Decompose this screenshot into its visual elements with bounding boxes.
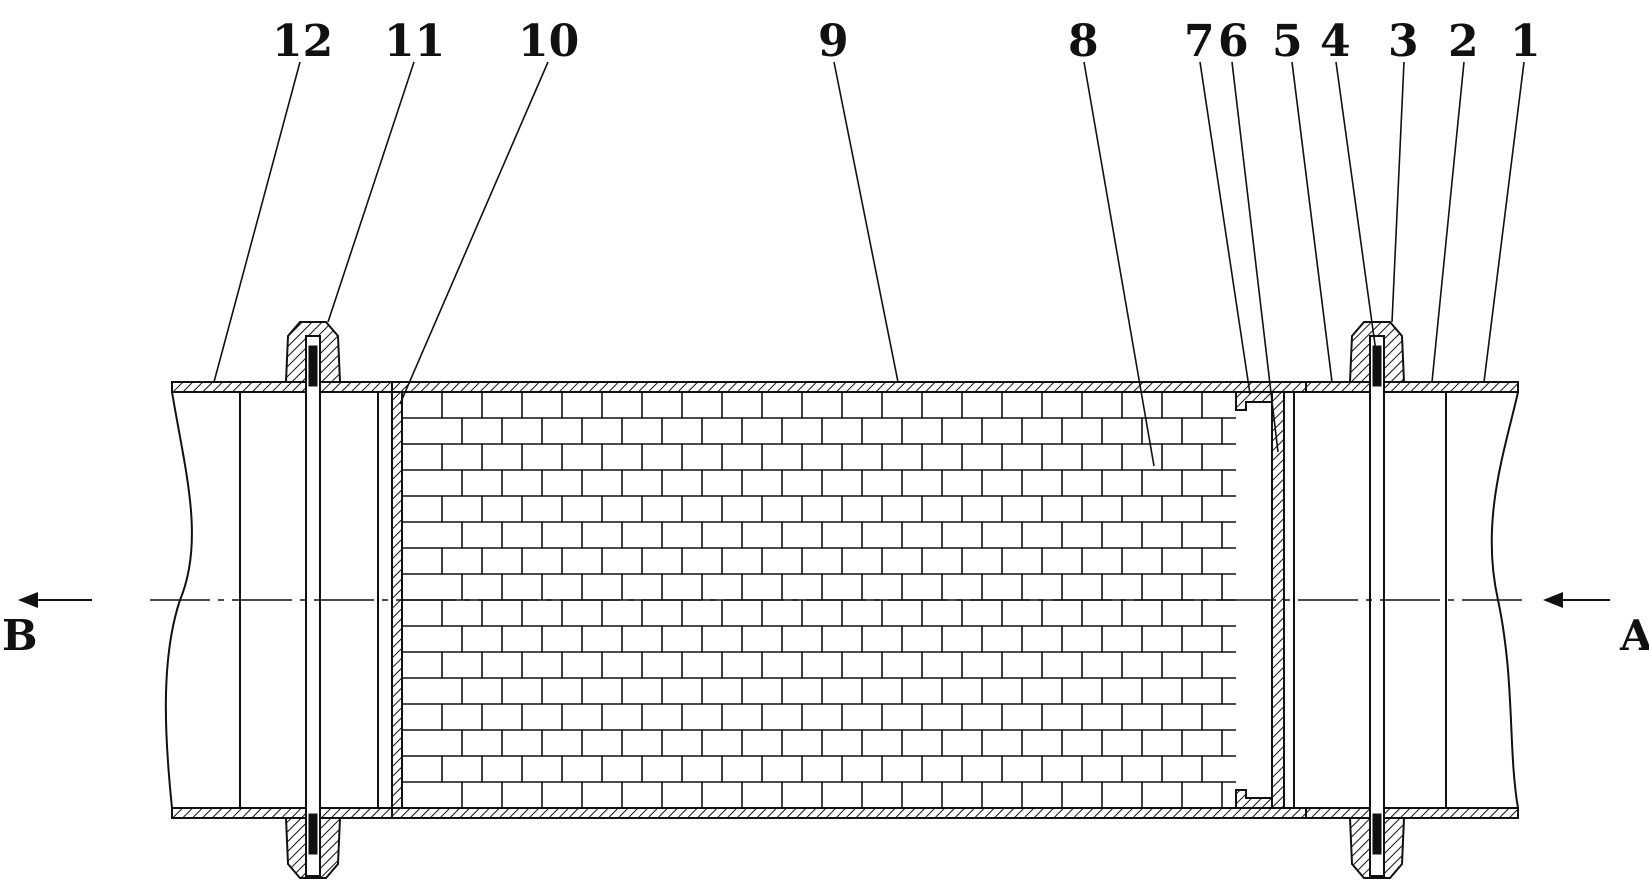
leader-6 [1231,61,1279,453]
callouts [213,61,1525,467]
bracket-top [1235,391,1273,411]
housing-top-wall [391,381,1307,393]
leader-4 [1335,61,1377,353]
flange-right [1348,321,1406,879]
pipe-top-wall-left [171,381,393,393]
callout-2: 2 [1448,16,1479,67]
leader-1 [1483,61,1525,383]
callout-10: 10 [518,16,579,67]
callout-11: 11 [384,16,445,67]
leader-12 [213,61,301,383]
leader-11 [327,61,415,323]
leader-3 [1391,61,1405,323]
inlet-label: A [1619,611,1649,660]
leader-10 [399,61,549,405]
leader-7 [1199,61,1251,395]
bracket-bottom [1235,789,1273,809]
callout-3: 3 [1388,16,1419,67]
callout-7: 7 [1184,16,1215,67]
leader-8 [1083,61,1155,467]
callout-1: 1 [1510,16,1541,67]
callout-numbers: 12 11 10 9 8 7 6 5 4 3 2 1 [272,16,1541,67]
pipe-bottom-wall-right [1305,807,1519,819]
pipe-bottom-wall-left [171,807,393,819]
pipe-top-wall-right [1305,381,1519,393]
honeycomb-core [402,392,1236,808]
callout-4: 4 [1320,16,1351,67]
callout-6: 6 [1218,16,1249,67]
callout-8: 8 [1068,16,1099,67]
leader-2 [1431,61,1465,383]
pipe-assembly [150,321,1530,879]
callout-5: 5 [1272,16,1303,67]
outlet-label: B [2,611,38,660]
leader-5 [1291,61,1333,383]
callout-12: 12 [272,16,333,67]
callout-9: 9 [818,16,849,67]
leader-9 [833,61,899,383]
flange-left [284,321,342,879]
housing-bottom-wall [391,807,1307,819]
